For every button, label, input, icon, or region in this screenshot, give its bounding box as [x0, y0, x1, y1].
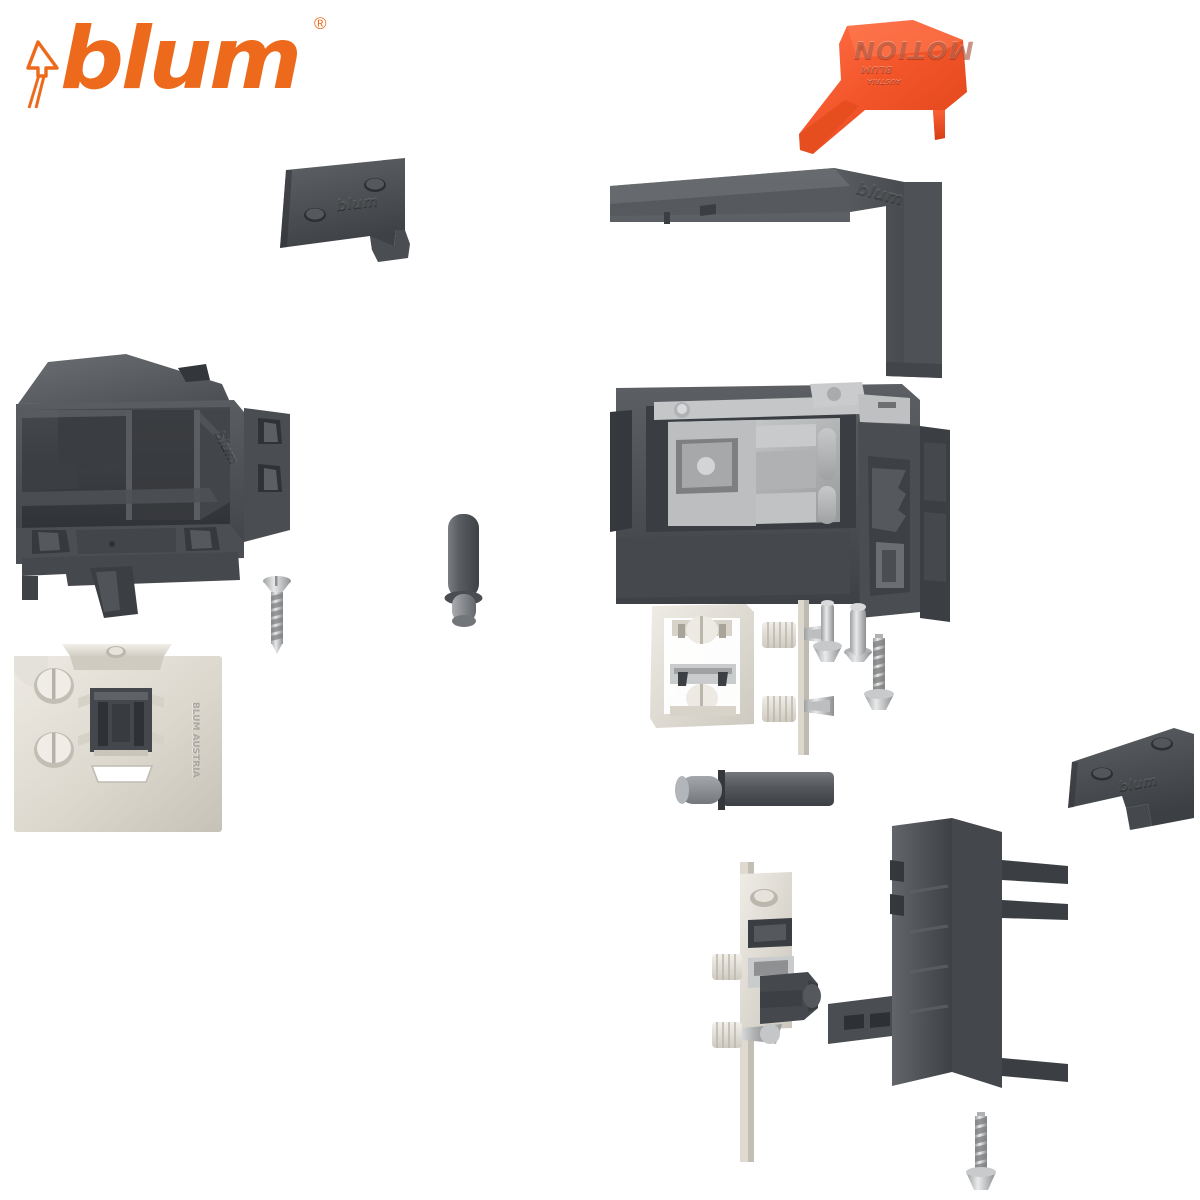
tip-on-plunger-vertical-part — [432, 508, 496, 630]
mechanism-assembly-shape — [610, 382, 950, 622]
l-cover-shape — [610, 168, 942, 378]
upward-arrow-icon — [26, 40, 59, 109]
front-fixing-panel-part — [828, 818, 1070, 1108]
logo-wordmark: blum — [60, 9, 302, 109]
motion-clip-shape — [799, 20, 967, 154]
mounting-baseplate-shape — [14, 644, 222, 832]
hinge-mounting-plate-shape — [650, 604, 754, 728]
system-screw-1 — [812, 600, 842, 670]
motion-clip-emboss-primary: MOTION — [853, 36, 974, 65]
registered-trademark-icon: ® — [314, 14, 327, 33]
lift-housing-part: blum — [8, 352, 308, 620]
lower-hinge-part — [712, 862, 892, 1162]
wood-screw-3 — [964, 1112, 998, 1200]
cover-cap-right-part: blum — [1052, 722, 1200, 840]
lift-housing-shape — [16, 354, 290, 618]
cover-cap-left-shape — [280, 158, 410, 262]
system-screw-icon — [813, 600, 842, 662]
wood-screw-2 — [862, 632, 896, 718]
hinge-mounting-plate-part — [648, 602, 758, 730]
blum-logo: blum ® — [8, 10, 348, 115]
tip-on-plunger-horizontal-part — [672, 768, 834, 818]
l-cover-part: blum — [604, 166, 956, 396]
wood-screw-icon — [263, 576, 291, 654]
wood-screw-1 — [260, 572, 294, 654]
motion-clip-emboss-tertiary: AUSTRIA — [867, 78, 902, 86]
mounting-baseplate-part: BLUM AUSTRIA — [12, 642, 224, 834]
front-fixing-panel-shape — [828, 818, 1068, 1088]
motion-clip-part: MOTION BLUM AUSTRIA — [795, 14, 974, 159]
wood-screw-icon — [966, 1112, 996, 1190]
lower-hinge-shape — [712, 862, 821, 1162]
wood-screw-icon — [864, 634, 894, 710]
cover-cap-right-shape — [1068, 728, 1194, 830]
motion-clip-emboss-secondary: BLUM — [861, 64, 893, 75]
tip-on-plunger-horizontal-shape — [675, 770, 834, 810]
mechanism-assembly-part — [610, 382, 960, 702]
cover-cap-left-part: blum — [268, 158, 433, 278]
tip-on-plunger-vertical-shape — [444, 514, 483, 627]
